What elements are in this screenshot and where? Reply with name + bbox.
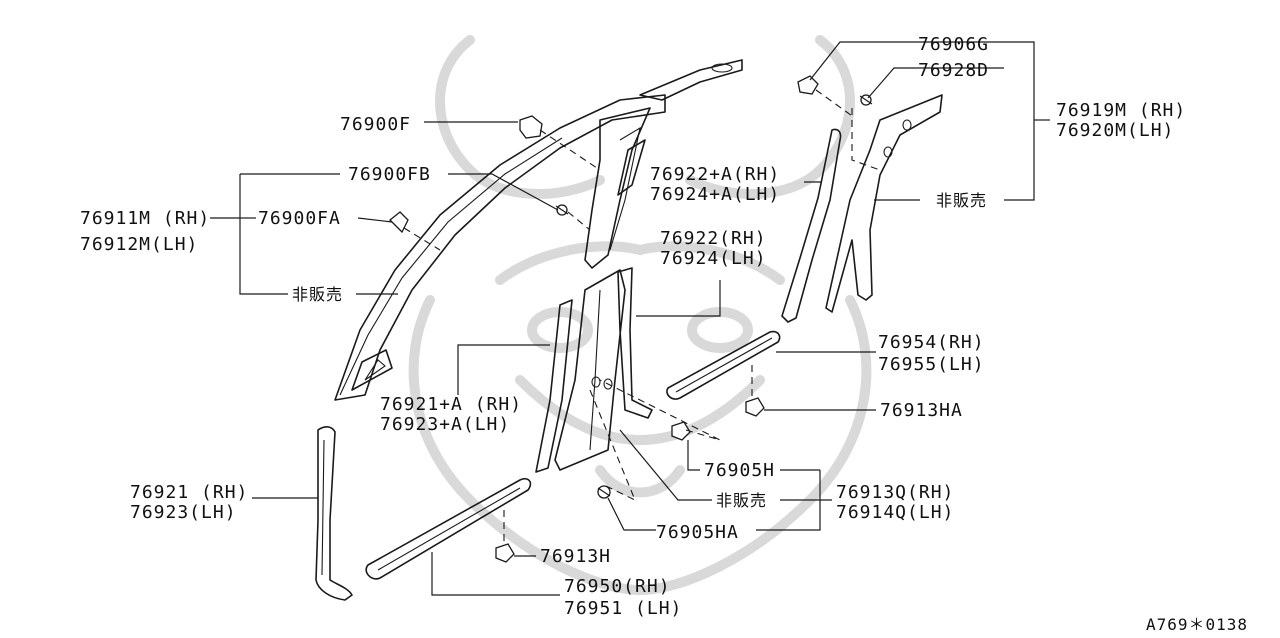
clip-76905HA [597, 485, 611, 499]
label-76913HA: 76913HA [880, 400, 963, 421]
label-76913Q-rh: 76913Q(RH) [836, 482, 954, 503]
front-kicking-plate [365, 477, 532, 580]
label-76919M-rh: 76919M (RH) [1056, 100, 1186, 121]
clip-76913H [495, 543, 515, 563]
callout-labels: 76906G 76928D 76919M (RH) 76920M(LH) 非販売… [80, 34, 1248, 634]
label-76924A-lh: 76924+A(LH) [650, 184, 780, 205]
b-pillar-weatherstrip [535, 267, 653, 473]
label-76954-rh: 76954(RH) [878, 332, 985, 353]
label-76911M-rh: 76911M (RH) [80, 208, 210, 229]
label-not-sold-c-pillar: 非販売 [936, 191, 987, 210]
label-not-sold-a-pillar: 非販売 [292, 285, 343, 304]
label-76922A-rh: 76922+A(RH) [650, 164, 780, 185]
c-pillar-garnish [825, 94, 943, 313]
roof-side-garnish [639, 59, 743, 101]
label-76921-rh: 76921 (RH) [130, 482, 248, 503]
label-76914Q-lh: 76914Q(LH) [836, 502, 954, 523]
label-76900F: 76900F [340, 114, 411, 135]
label-76905HA: 76905HA [656, 522, 739, 543]
label-76950-rh: 76950(RH) [564, 576, 671, 597]
clip-76906G [797, 75, 819, 95]
label-76928D: 76928D [918, 60, 989, 81]
label-76905H: 76905H [704, 460, 775, 481]
rear-kicking-plate [666, 330, 781, 400]
clip-76913HA [745, 397, 765, 417]
label-76923A-lh: 76923+A(LH) [380, 414, 510, 435]
leader-lines [210, 41, 1050, 596]
rear-opening-weatherstrip [781, 128, 842, 323]
clip-76928D [859, 94, 873, 106]
clip-76900FA [389, 211, 409, 234]
label-76922-rh: 76922(RH) [660, 228, 767, 249]
b-pillar-upper-garnish [584, 107, 651, 269]
b-pillar-lower-garnish [554, 269, 626, 471]
label-76923-lh: 76923(LH) [130, 502, 237, 523]
label-not-sold-b-pillar: 非販売 [716, 491, 767, 510]
watermark-emblem [408, 35, 872, 595]
label-76912M-lh: 76912M(LH) [80, 234, 198, 255]
label-76900FB: 76900FB [348, 164, 431, 185]
clip-76900F [519, 115, 543, 139]
a-pillar-garnish [334, 94, 666, 401]
label-76913H: 76913H [540, 546, 611, 567]
label-76906G: 76906G [918, 34, 989, 55]
label-76924-lh: 76924(LH) [660, 248, 767, 269]
label-76951-lh: 76951 (LH) [564, 598, 682, 619]
label-76900FA: 76900FA [258, 208, 341, 229]
label-76955-lh: 76955(LH) [878, 354, 985, 375]
figure-code: A769＊0138 [1146, 615, 1248, 634]
assembly-dashed-lines [403, 89, 881, 544]
front-pillar-weatherstrip [315, 426, 353, 601]
clip-76905H [671, 421, 691, 441]
label-76921A-rh: 76921+A (RH) [380, 394, 522, 415]
label-76920M-lh: 76920M(LH) [1056, 120, 1174, 141]
